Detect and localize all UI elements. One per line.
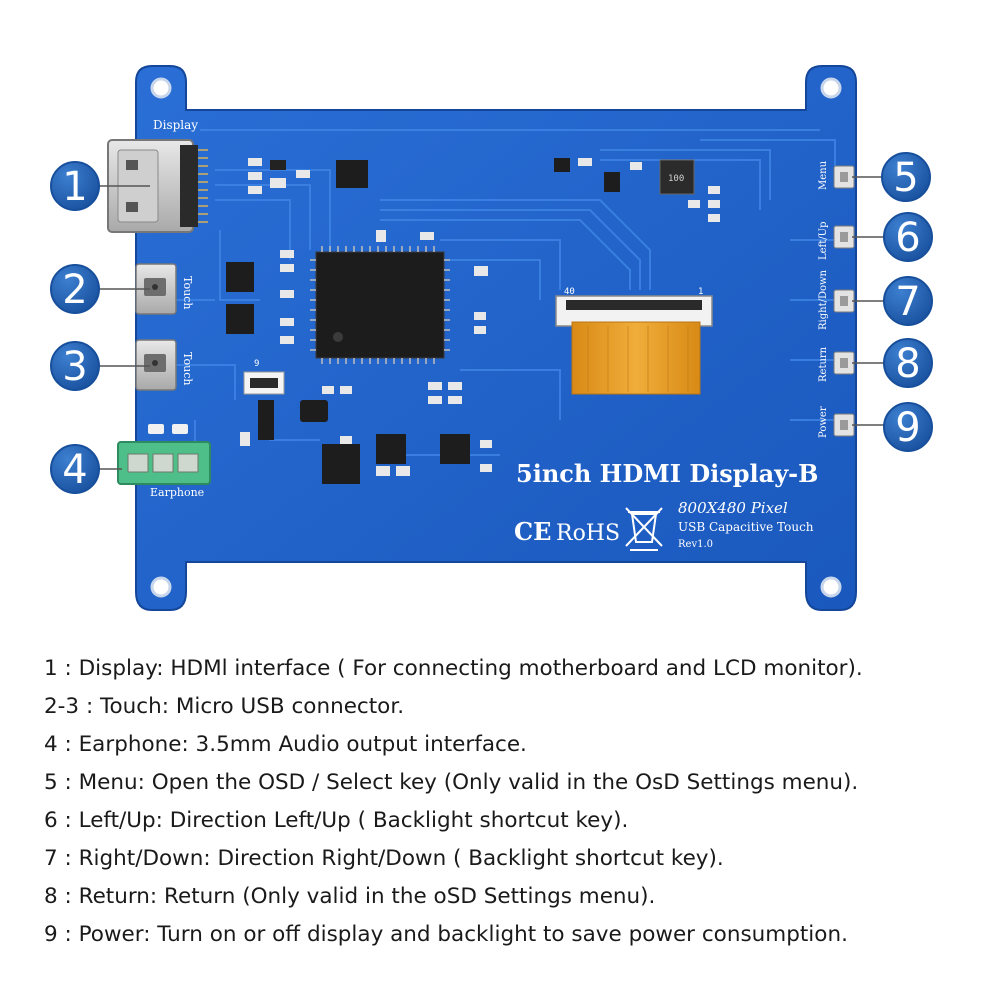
legend-item-2-3: 2-3 : Touch: Micro USB connector. <box>44 694 405 719</box>
callout-6-number: 6 <box>895 215 920 261</box>
board-revision: Rev1.0 <box>678 539 713 550</box>
callout-1-number: 1 <box>62 164 87 210</box>
silk-menu-label: Menu <box>818 160 829 190</box>
callout-8-number: 8 <box>895 341 920 387</box>
side-button-return <box>833 351 855 375</box>
legend-list: 1 : Display: HDMl interface ( For connec… <box>44 650 984 954</box>
callout-9-number: 9 <box>895 405 920 451</box>
board-diagram: Display Touch Touch Earphone Menu Left/U… <box>50 65 933 611</box>
legend-item-8: 8 : Return: Return (Only valid in the oS… <box>44 884 656 909</box>
small-chips <box>226 158 695 484</box>
silk-pin-9: 9 <box>254 359 259 369</box>
silk-touch-label-1: Touch <box>181 276 194 309</box>
silk-power-label: Power <box>818 406 829 438</box>
micro-usb-port-2 <box>135 339 177 391</box>
side-button-power <box>833 413 855 437</box>
callout-4: 4 <box>50 444 100 494</box>
callout-6: 6 <box>883 212 933 262</box>
legend-item-1: 1 : Display: HDMl interface ( For connec… <box>44 656 863 681</box>
board-title: 5inch HDMI Display-B <box>516 459 818 488</box>
callout-5: 5 <box>881 152 931 202</box>
callout-2-number: 2 <box>62 267 87 313</box>
pcb-board <box>135 65 857 611</box>
silk-display-label: Display <box>153 118 198 132</box>
earphone-terminal <box>117 424 211 485</box>
legend-item-9: 9 : Power: Turn on or off display and ba… <box>44 922 848 947</box>
ce-mark: CE <box>514 517 551 546</box>
silk-return-label: Return <box>818 346 829 382</box>
rohs-mark: RoHS <box>556 521 620 546</box>
board-touch-type: USB Capacitive Touch <box>678 520 814 534</box>
leader-lines <box>96 176 884 470</box>
silk-pin-40: 40 <box>564 287 575 297</box>
smd-components <box>240 158 720 476</box>
board-resolution: 800X480 Pixel <box>678 499 788 517</box>
callout-7-number: 7 <box>895 279 920 325</box>
silk-pin-1: 1 <box>698 287 703 297</box>
legend-item-7: 7 : Right/Down: Direction Right/Down ( B… <box>44 846 724 871</box>
side-button-menu <box>833 165 855 189</box>
micro-usb-port-1 <box>135 263 177 315</box>
lcd-fpc-connector <box>555 295 713 395</box>
legend-item-4: 4 : Earphone: 3.5mm Audio output interfa… <box>44 732 527 757</box>
side-button-left-up <box>833 225 855 249</box>
side-button-right-down <box>833 289 855 313</box>
callout-8: 8 <box>883 338 933 388</box>
callout-5-number: 5 <box>893 155 918 201</box>
touch-fpc-connector <box>243 371 285 440</box>
weee-bin-icon <box>625 507 663 551</box>
callout-2: 2 <box>50 264 100 314</box>
callout-3-number: 3 <box>62 344 87 390</box>
callout-9: 9 <box>883 402 933 452</box>
silk-left-up-label: Left/Up <box>818 222 829 260</box>
silk-earphone-label: Earphone <box>150 486 204 499</box>
callout-1: 1 <box>50 161 100 211</box>
legend-item-5: 5 : Menu: Open the OSD / Select key (Onl… <box>44 770 859 795</box>
silk-touch-label-2: Touch <box>181 352 194 385</box>
callout-3: 3 <box>50 341 100 391</box>
callout-7: 7 <box>883 276 933 326</box>
inductor-marking: 100 <box>668 174 684 184</box>
main-controller-chip <box>310 246 450 364</box>
callout-4-number: 4 <box>62 447 87 493</box>
mounting-holes <box>150 77 842 598</box>
legend-item-6: 6 : Left/Up: Direction Left/Up ( Backlig… <box>44 808 629 833</box>
silk-right-down-label: Right/Down <box>818 269 829 330</box>
